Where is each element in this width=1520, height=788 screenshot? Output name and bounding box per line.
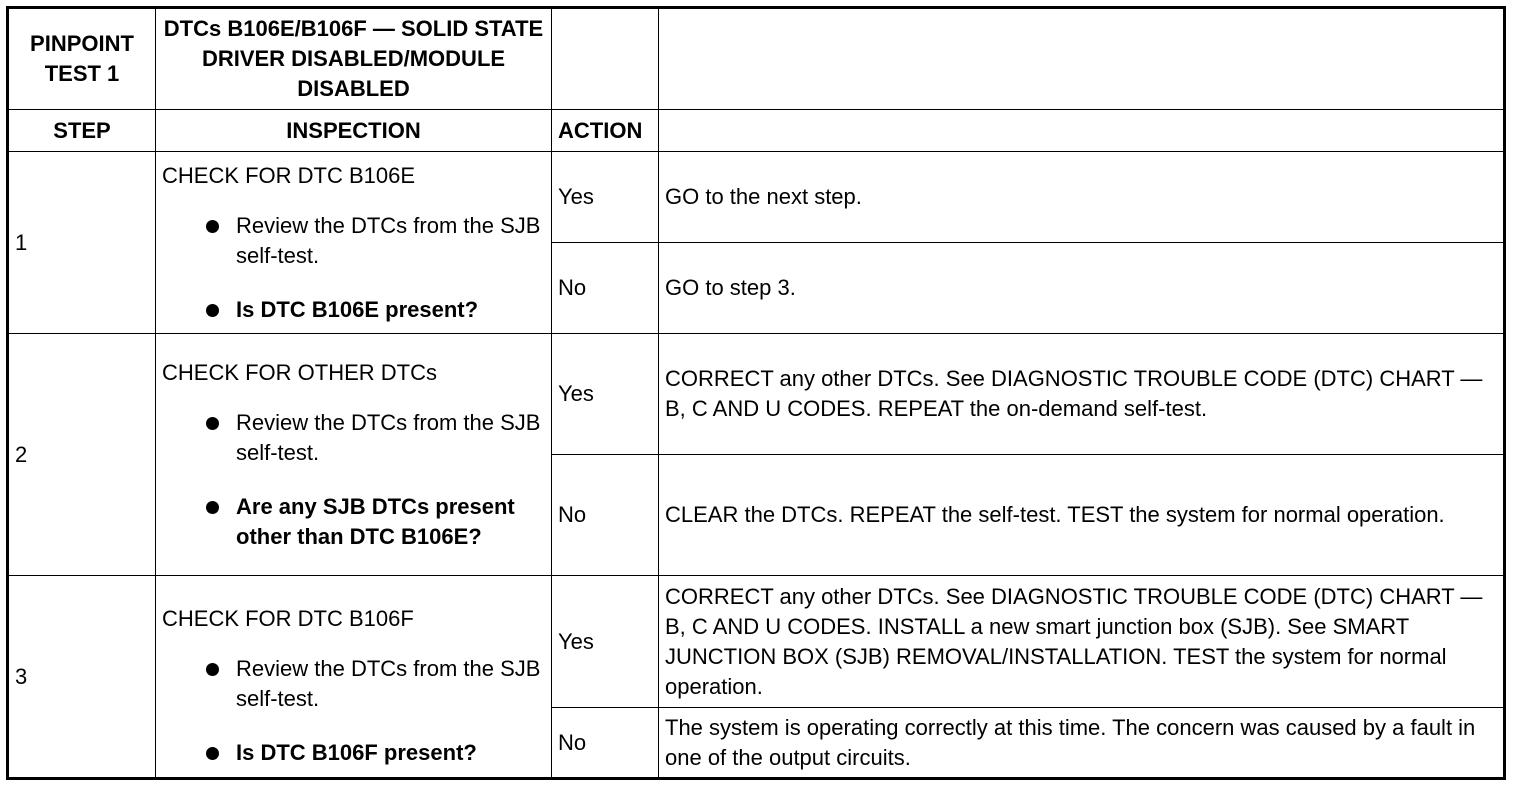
inspection-item: Review the DTCs from the SJB self-test. (162, 211, 545, 271)
bullet-icon (206, 662, 219, 676)
column-header-row: STEP INSPECTION ACTION (7, 109, 1505, 152)
test-title: DTCs B106E/B106F — SOLID STATE DRIVER DI… (155, 7, 552, 110)
inspection-list: Review the DTCs from the SJB self-test. … (162, 654, 545, 768)
header-empty-cell (658, 109, 1505, 152)
bullet-icon (206, 416, 219, 430)
action-no: The system is operating correctly at thi… (658, 707, 1505, 779)
answer-yes: Yes (551, 575, 659, 708)
step-number: 2 (7, 333, 156, 576)
answer-yes: Yes (551, 333, 659, 455)
inspection-item: Review the DTCs from the SJB self-test. (162, 654, 545, 714)
inspection-item: Review the DTCs from the SJB self-test. (162, 408, 545, 468)
action-yes: GO to the next step. (658, 151, 1505, 243)
pinpoint-test-table: PINPOINT TEST 1 DTCs B106E/B106F — SOLID… (6, 6, 1506, 780)
step-2-yes-row: 2 CHECK FOR OTHER DTCs Review the DTCs f… (7, 333, 1505, 576)
step-number: 3 (7, 575, 156, 779)
step-number: 1 (7, 151, 156, 334)
inspection-question: Are any SJB DTCs present other than DTC … (236, 493, 515, 549)
inspection-text: Review the DTCs from the SJB self-test. (236, 655, 541, 711)
inspection-text: Review the DTCs from the SJB self-test. (236, 409, 541, 465)
inspection-item: Is DTC B106E present? (162, 295, 545, 325)
bullet-icon (206, 303, 219, 317)
answer-no: No (551, 454, 659, 576)
action-no: CLEAR the DTCs. REPEAT the self-test. TE… (658, 454, 1505, 576)
column-header-inspection: INSPECTION (155, 109, 552, 152)
title-empty-cell (658, 7, 1505, 110)
column-header-action: ACTION (551, 109, 659, 152)
inspection-title: CHECK FOR DTC B106E (162, 162, 416, 188)
inspection-title: CHECK FOR OTHER DTCs (162, 359, 437, 385)
inspection-question: Is DTC B106E present? (236, 296, 479, 322)
inspection-item: Are any SJB DTCs present other than DTC … (162, 492, 545, 552)
column-header-step: STEP (7, 109, 156, 152)
answer-no: No (551, 707, 659, 779)
action-no: GO to step 3. (658, 242, 1505, 334)
step-inspection: CHECK FOR DTC B106F Review the DTCs from… (155, 575, 552, 779)
step-inspection: CHECK FOR OTHER DTCs Review the DTCs fro… (155, 333, 552, 576)
step-inspection: CHECK FOR DTC B106E Review the DTCs from… (155, 151, 552, 334)
inspection-question: Is DTC B106F present? (236, 739, 477, 765)
inspection-list: Review the DTCs from the SJB self-test. … (162, 408, 545, 552)
action-yes: CORRECT any other DTCs. See DIAGNOSTIC T… (658, 575, 1505, 708)
answer-no: No (551, 242, 659, 334)
inspection-text: Review the DTCs from the SJB self-test. (236, 212, 541, 268)
answer-yes: Yes (551, 151, 659, 243)
title-empty-cell (551, 7, 659, 110)
bullet-icon (206, 500, 219, 514)
action-yes: CORRECT any other DTCs. See DIAGNOSTIC T… (658, 333, 1505, 455)
step-3-no-row: No The system is operating correctly at … (8, 707, 1505, 779)
inspection-list: Review the DTCs from the SJB self-test. … (162, 211, 545, 325)
step-1-yes-row: 1 CHECK FOR DTC B106E Review the DTCs fr… (7, 151, 1505, 334)
bullet-icon (206, 219, 219, 233)
bullet-icon (206, 746, 219, 760)
step-1-no-row: No GO to step 3. (8, 242, 1505, 334)
test-label: PINPOINT TEST 1 (7, 7, 156, 110)
inspection-item: Is DTC B106F present? (162, 738, 545, 768)
inspection-title: CHECK FOR DTC B106F (162, 605, 414, 631)
step-3-yes-row: 3 CHECK FOR DTC B106F Review the DTCs fr… (7, 575, 1505, 779)
title-row: PINPOINT TEST 1 DTCs B106E/B106F — SOLID… (7, 7, 1505, 110)
